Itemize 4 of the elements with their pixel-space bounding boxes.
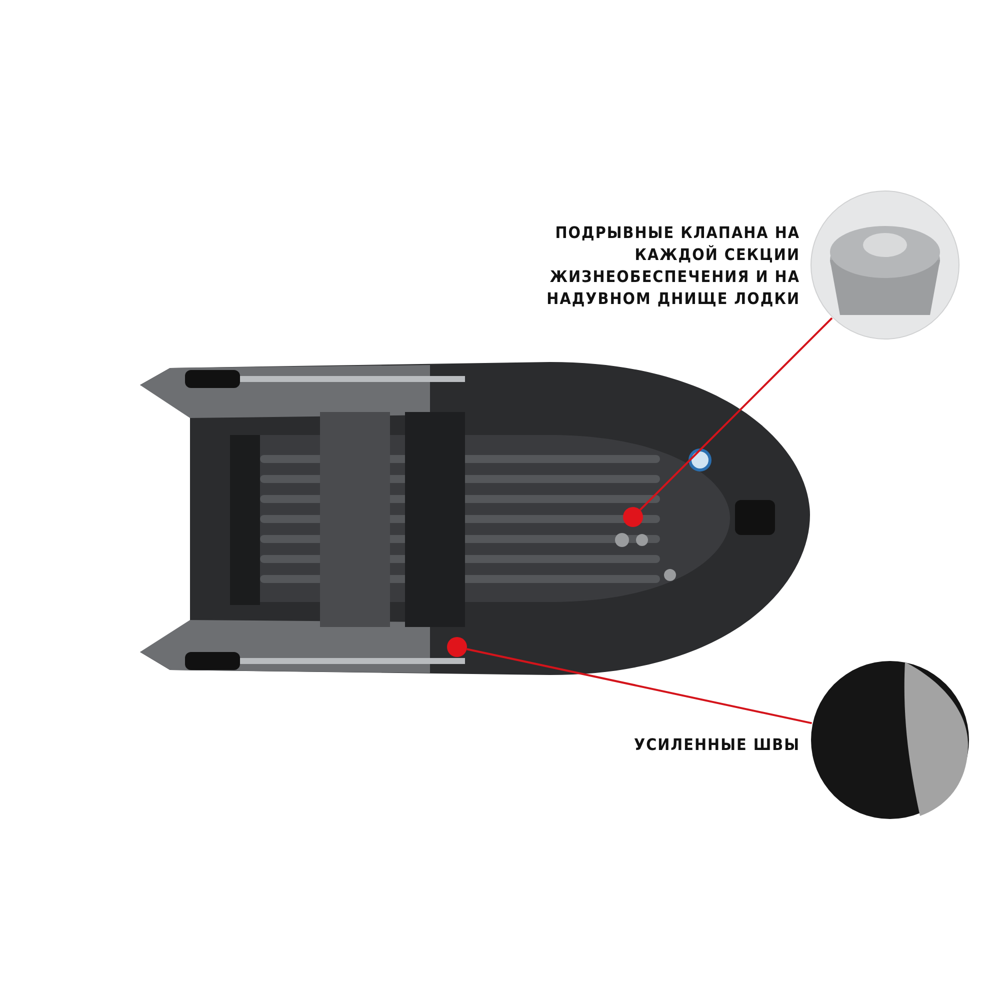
callout-text: ПОДРЫВНЫЕ КЛАПАНА НА КАЖДОЙ СЕКЦИИ ЖИЗНЕОБЕСПЕЧЕНИЯ И НА НАДУВНОМ ДНИЩЕ ЛОДКИ	[546, 222, 800, 310]
leader-line	[466, 648, 812, 724]
leader-line	[639, 317, 833, 511]
callout-text: УСИЛЕННЫЕ ШВЫ	[632, 734, 800, 756]
